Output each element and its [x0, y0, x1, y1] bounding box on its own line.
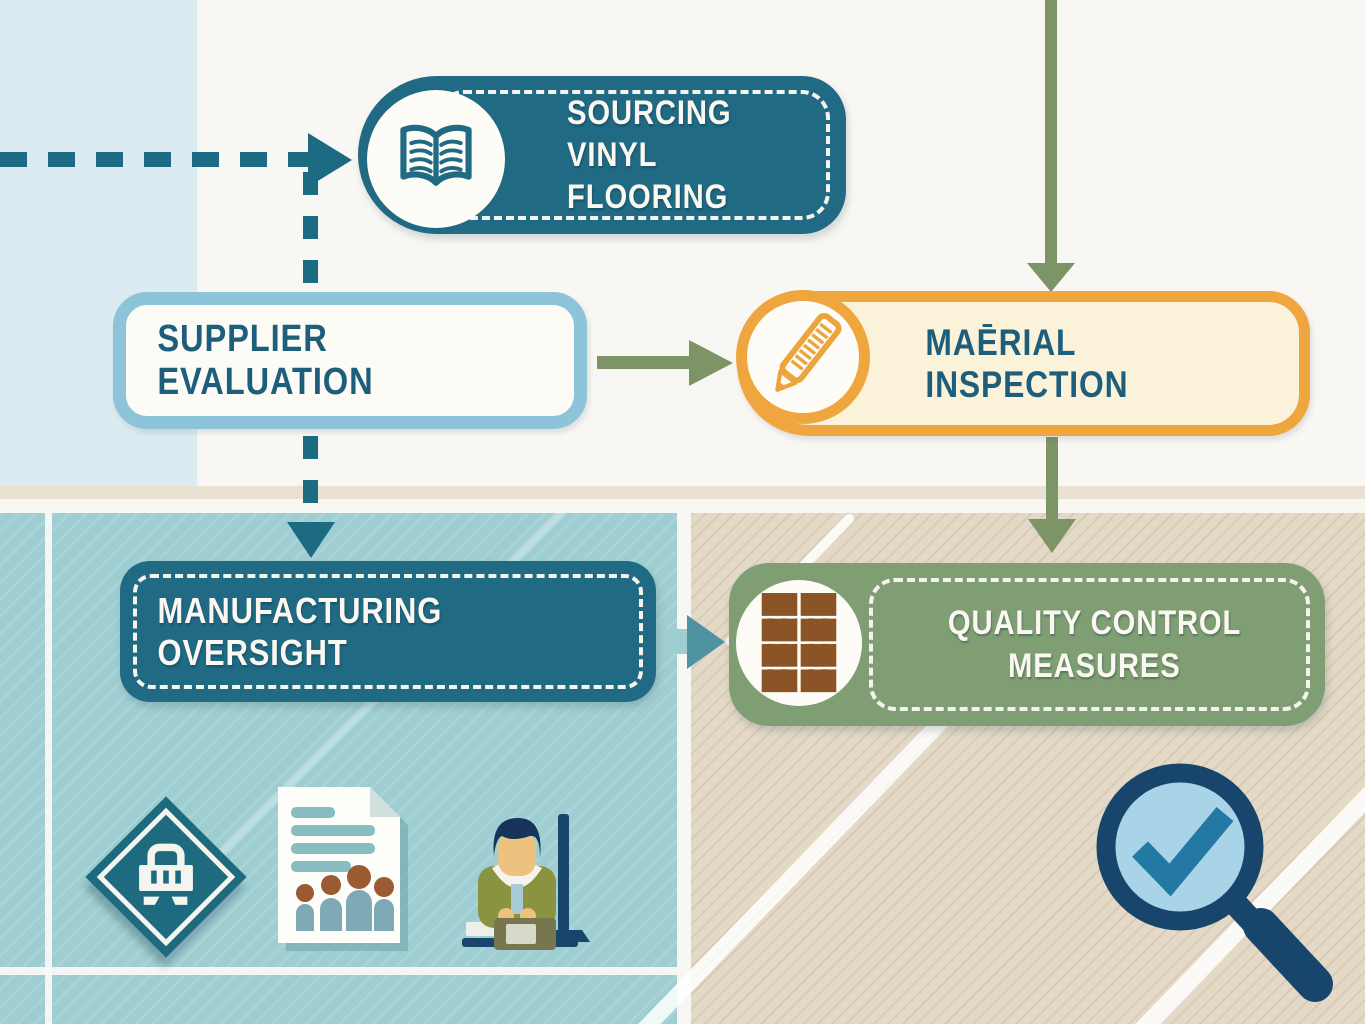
worker-icon [462, 814, 590, 950]
teal-arrowhead-manufacturing-to-quality [687, 615, 725, 669]
worker-at-desk-icon [440, 808, 590, 963]
green-arrowhead-material-to-quality [1028, 519, 1076, 553]
sourcing-label-line2: FLOORING [567, 178, 729, 216]
teal-panel-horizontal-frame-line [0, 967, 677, 975]
magnifier-icon [1096, 763, 1333, 1002]
document-people-icon [278, 787, 400, 943]
truck-diamond-icon [84, 795, 248, 959]
sourcing-icon-circle [367, 90, 505, 228]
manufacturing-label: MANUFACTURING OVERSIGHT [157, 589, 443, 673]
sourcing-label-line1: SOURCING VINYL [567, 94, 732, 174]
node-supplier-evaluation: SUPPLIER EVALUATION [113, 292, 587, 429]
horizontal-beige-strip [0, 486, 1365, 499]
green-arrowhead-top-to-material [1027, 263, 1075, 292]
audit-document-icon [278, 787, 400, 948]
material-label: MAĒRIAL INSPECTION [925, 321, 1129, 405]
sourcing-label: SOURCING VINYL FLOORING [546, 76, 846, 234]
green-arrow-shaft-top-to-material [1045, 0, 1057, 264]
open-book-icon [400, 124, 472, 186]
green-arrow-shaft-material-to-quality [1046, 437, 1058, 520]
supplier-label: SUPPLIER EVALUATION [157, 317, 374, 403]
material-label-wrap: MAĒRIAL INSPECTION [898, 302, 1289, 425]
dashed-arrow-shaft-to-sourcing [0, 152, 310, 167]
truck-icon [139, 843, 193, 905]
dashed-arrowhead-to-manufacturing [287, 522, 335, 558]
quality-label-line2: MEASURES [1008, 646, 1181, 685]
teal-panel-vertical-frame-line [45, 513, 52, 1024]
node-manufacturing-oversight: MANUFACTURING OVERSIGHT [120, 561, 656, 702]
material-icon-circle [736, 290, 870, 424]
green-arrow-shaft-supplier-to-material [597, 356, 691, 369]
flooring-tiles-icon [760, 593, 838, 693]
teal-arrow-shaft-manufacturing-to-quality [654, 629, 690, 654]
magnifier-checkmark-icon [1080, 752, 1350, 1017]
quality-dashed-border [869, 578, 1310, 711]
quality-label-line1: QUALITY CONTROL [947, 603, 1242, 642]
green-arrowhead-supplier-to-material [689, 340, 733, 386]
quality-label-wrap: QUALITY CONTROL MEASURES [889, 563, 1300, 726]
ruler-pencil-icon [775, 312, 842, 392]
manufacturing-dashed-border [133, 574, 643, 689]
quality-icon-circle [736, 580, 862, 706]
